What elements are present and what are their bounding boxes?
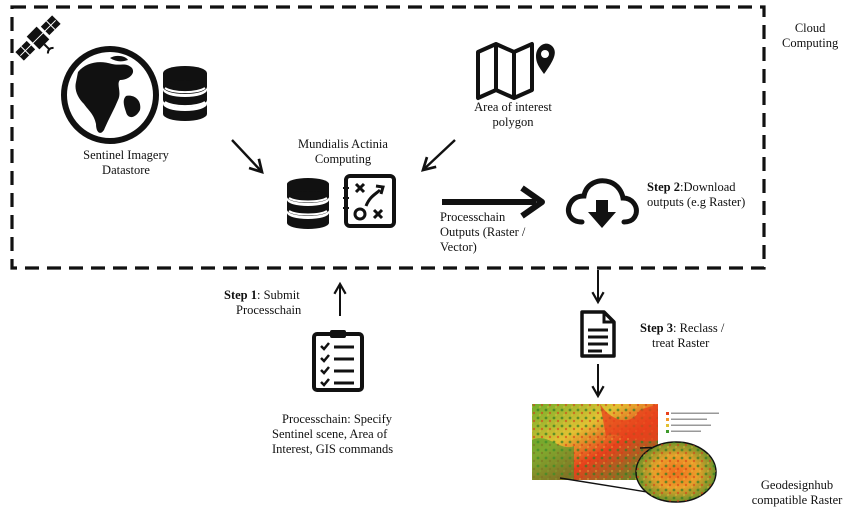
strategy-board-icon [343, 174, 396, 228]
area-line2: polygon [492, 115, 534, 129]
outputs-line2: Outputs (Raster / [440, 225, 526, 239]
cloud-label-line2: Computing [782, 36, 839, 50]
result-line1: Geodesignhub [760, 478, 834, 492]
actinia-line1: Mundialis Actinia [298, 137, 388, 151]
arrow-area-to-actinia [421, 139, 456, 172]
database-icon [163, 66, 207, 121]
document-icon [580, 310, 616, 358]
cloud-computing-boundary [10, 5, 766, 270]
step3-text: : Reclass / [673, 321, 725, 335]
outputs-line1: Processchain [440, 210, 506, 224]
step2-title: Step 2 [647, 180, 680, 194]
satellite-icon [15, 15, 61, 61]
step3-label: Step 3: Reclass / treat Raster [640, 321, 724, 351]
step2-label: Step 2:Download outputs (e.g Raster) [647, 180, 745, 210]
step3-line2: treat Raster [652, 336, 710, 350]
cloud-computing-label: Cloud Computing [782, 21, 838, 51]
cloud-download-icon [566, 178, 639, 228]
datastore-label: Sentinel Imagery Datastore [76, 148, 176, 178]
arrow-datastore-to-actinia [231, 139, 264, 174]
processchain-line1: Processchain: Specify [282, 412, 393, 426]
step2-text: :Download [680, 180, 736, 194]
outputs-line3: Vector) [440, 240, 477, 254]
actinia-line2: Computing [314, 152, 372, 166]
raster-legend [666, 412, 719, 433]
map-pin-icon [476, 42, 555, 100]
raster-map [532, 404, 726, 503]
step3-title: Step 3 [640, 321, 673, 335]
cloud-label-line1: Cloud [794, 21, 826, 35]
globe-icon [61, 46, 159, 144]
outputs-label: Processchain Outputs (Raster / Vector) [440, 210, 525, 255]
step1-label: Step 1: Submit Processchain [224, 288, 301, 318]
result-line2: compatible Raster [751, 493, 843, 507]
processchain-label: Processchain: Specify Sentinel scene, Ar… [272, 412, 393, 457]
processchain-line3: Interest, GIS commands [272, 442, 394, 456]
area-line1: Area of interest [474, 100, 552, 114]
area-of-interest-label: Area of interest polygon [458, 100, 568, 130]
checklist-icon [312, 330, 364, 392]
step1-text: : Submit [257, 288, 300, 302]
processchain-line2: Sentinel scene, Area of [272, 427, 388, 441]
actinia-database-icon [287, 178, 329, 229]
actinia-label: Mundialis Actinia Computing [288, 137, 398, 167]
step2-line2: outputs (e.g Raster) [647, 195, 746, 209]
step1-line2: Processchain [236, 303, 302, 317]
datastore-line2: Datastore [102, 163, 150, 177]
step1-title: Step 1 [224, 288, 257, 302]
datastore-line1: Sentinel Imagery [83, 148, 169, 162]
result-label: Geodesignhub compatible Raster [740, 478, 854, 508]
